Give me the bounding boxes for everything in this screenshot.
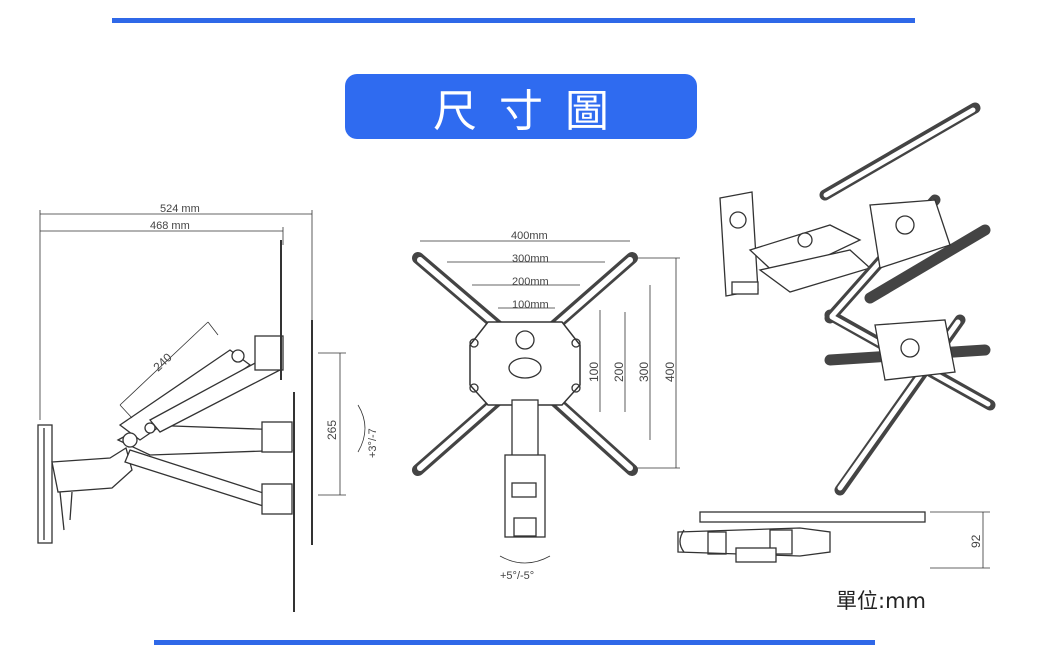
dim-vesa-100h: 100 [587, 362, 601, 382]
dim-overall-width: 524 mm [160, 203, 200, 215]
dim-arm-length: 240 [150, 350, 174, 374]
dim-wall-depth: 92 [969, 534, 983, 548]
dim-vesa-400h: 400 [663, 362, 677, 382]
page-title: 尺寸圖 [433, 85, 631, 137]
dim-vesa-400w: 400mm [511, 230, 548, 242]
isometric-view-drawing [719, 102, 996, 496]
dim-vesa-100w: 100mm [512, 299, 549, 311]
bottom-divider [154, 640, 875, 645]
dim-vesa-300h: 300 [637, 362, 651, 382]
dim-tilt-range: +3°/-7 [367, 428, 379, 458]
dim-vesa-200h: 200 [612, 362, 626, 382]
top-divider [112, 18, 915, 23]
top-view-drawing [677, 511, 990, 569]
dim-vesa-200w: 200mm [512, 276, 549, 288]
title-banner: 尺寸圖 [345, 74, 697, 139]
side-view-drawing [37, 210, 366, 612]
dim-inner-width: 468 mm [150, 220, 190, 232]
front-view-drawing [412, 240, 680, 564]
unit-label: 單位:mm [836, 589, 926, 613]
dim-vesa-300w: 300mm [512, 253, 549, 265]
dim-height-adjust: 265 [325, 420, 339, 440]
dim-swivel-range: +5°/-5° [500, 570, 534, 582]
